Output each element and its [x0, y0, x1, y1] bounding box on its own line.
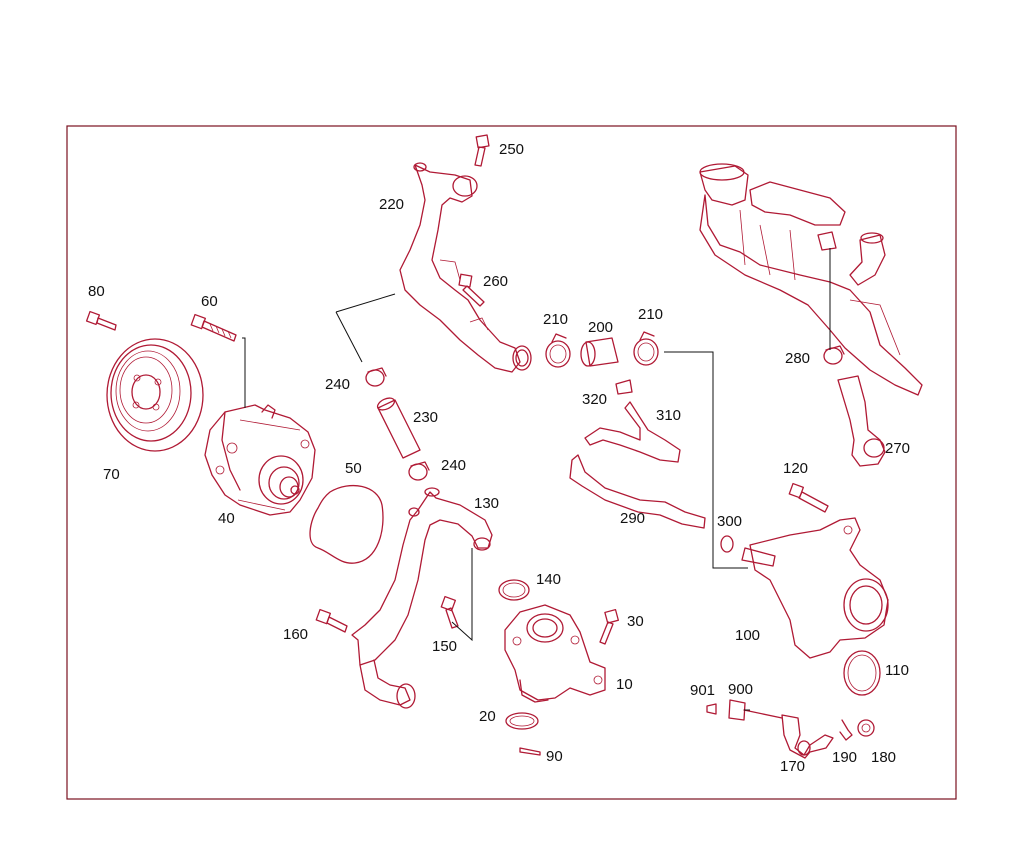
part-bolt-160[interactable] — [315, 608, 348, 633]
label-240b: 240 — [441, 457, 466, 474]
label-270: 270 — [885, 440, 910, 457]
label-120: 120 — [783, 460, 808, 477]
part-gasket-50[interactable] — [309, 484, 384, 564]
label-140: 140 — [536, 571, 561, 588]
part-oring-20[interactable] — [505, 712, 539, 730]
label-260: 260 — [483, 273, 508, 290]
label-10: 10 — [616, 676, 633, 693]
part-bolt-150[interactable] — [440, 595, 459, 629]
label-80: 80 — [88, 283, 105, 300]
part-bolt-30[interactable] — [599, 608, 619, 645]
part-bolt-260[interactable] — [458, 273, 485, 307]
label-40: 40 — [218, 510, 235, 527]
label-310: 310 — [656, 407, 681, 424]
label-210b: 210 — [638, 306, 663, 323]
label-220: 220 — [379, 196, 404, 213]
label-170: 170 — [780, 758, 805, 775]
label-180: 180 — [871, 749, 896, 766]
part-clip-190[interactable] — [839, 719, 853, 741]
part-clamp-240b[interactable] — [408, 461, 430, 481]
part-seal-901[interactable] — [706, 703, 717, 715]
part-sensor-170[interactable] — [781, 714, 834, 759]
part-clamp-280[interactable] — [823, 345, 845, 365]
label-300: 300 — [717, 513, 742, 530]
part-connector-900[interactable] — [728, 699, 783, 721]
label-240a: 240 — [325, 376, 350, 393]
leader-100 — [664, 351, 748, 569]
label-160: 160 — [283, 626, 308, 643]
part-hose-310[interactable] — [584, 401, 681, 463]
label-280: 280 — [785, 350, 810, 367]
part-bolt-250[interactable] — [474, 134, 490, 167]
label-150: 150 — [432, 638, 457, 655]
part-oring-110[interactable] — [843, 650, 881, 696]
label-130: 130 — [474, 495, 499, 512]
part-bolt-60[interactable] — [190, 313, 237, 342]
part-washer-180[interactable] — [857, 719, 875, 737]
part-pipe-220[interactable] — [399, 162, 532, 373]
label-900: 900 — [728, 681, 753, 698]
part-bolt-80[interactable] — [85, 310, 117, 331]
label-200: 200 — [588, 319, 613, 336]
diagram-frame — [66, 125, 957, 800]
part-oring-140[interactable] — [498, 579, 530, 601]
part-thermostat-housing[interactable] — [504, 604, 606, 703]
part-clamp-300[interactable] — [720, 535, 734, 553]
part-bolt-120[interactable] — [788, 482, 829, 513]
part-pulley[interactable] — [106, 338, 204, 452]
part-pipe-130[interactable] — [351, 487, 493, 709]
label-110: 110 — [885, 662, 909, 679]
label-90: 90 — [546, 748, 563, 765]
label-210a: 210 — [543, 311, 568, 328]
label-20: 20 — [479, 708, 496, 725]
part-hose-230[interactable] — [376, 396, 421, 459]
leader-150 — [451, 548, 473, 642]
leader-220 — [335, 293, 396, 363]
part-hose-270[interactable] — [837, 375, 886, 467]
label-320: 320 — [582, 391, 607, 408]
label-901: 901 — [690, 682, 715, 699]
label-70: 70 — [103, 466, 120, 483]
label-190: 190 — [832, 749, 857, 766]
part-housing-100[interactable] — [741, 517, 889, 659]
part-hose-290[interactable] — [569, 454, 706, 529]
leader-60 — [242, 337, 246, 408]
part-clamp-210b[interactable] — [633, 331, 659, 366]
label-30: 30 — [627, 613, 644, 630]
label-50: 50 — [345, 460, 362, 477]
part-pin-90[interactable] — [519, 747, 541, 756]
label-60: 60 — [201, 293, 218, 310]
label-230: 230 — [413, 409, 438, 426]
part-hose-200[interactable] — [580, 337, 619, 367]
label-250: 250 — [499, 141, 524, 158]
part-manifold-270[interactable] — [699, 163, 923, 396]
part-clamp-210a[interactable] — [545, 333, 571, 368]
label-290: 290 — [620, 510, 645, 527]
part-clip-320[interactable] — [615, 379, 633, 395]
label-100: 100 — [735, 627, 760, 644]
part-clamp-240a[interactable] — [365, 367, 387, 387]
part-water-pump[interactable] — [204, 404, 316, 516]
